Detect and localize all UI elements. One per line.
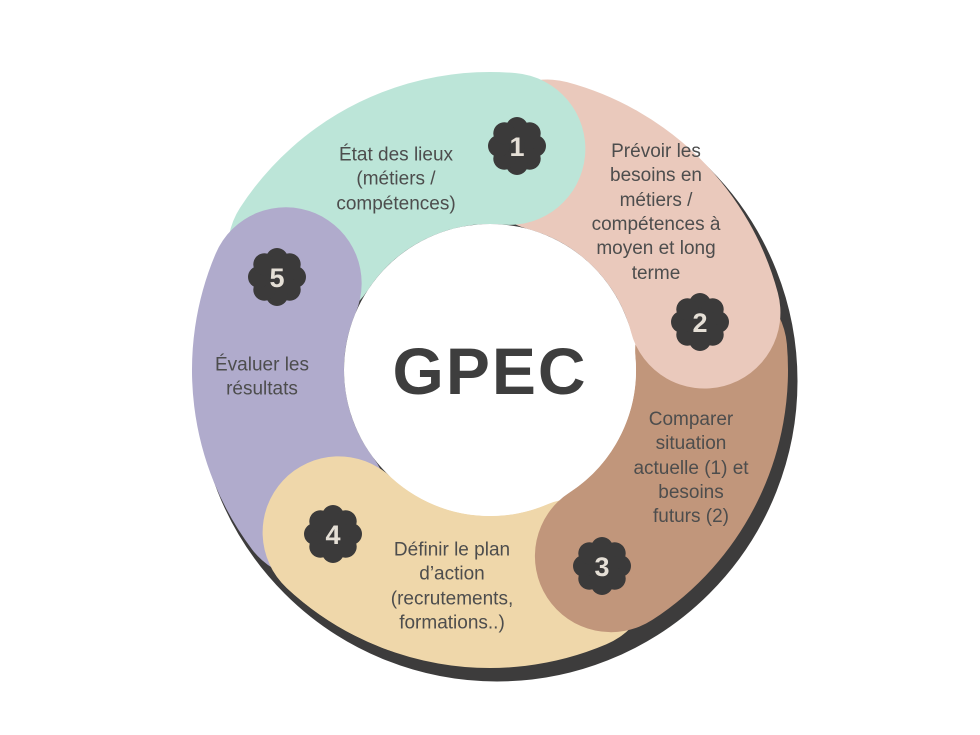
seal-icon	[248, 248, 306, 306]
step-number: 4	[325, 520, 340, 550]
seal-icon	[573, 537, 631, 595]
step-label-4: Définir le plan d’action (recrutements, …	[390, 539, 514, 634]
step-label-2: Prévoir les besoins en métiers / compéte…	[591, 141, 721, 284]
step-badge-1: 1	[487, 116, 547, 176]
step-label-5: Évaluer les résultats	[215, 354, 309, 400]
step-label-3: Comparer situation actuelle (1) et besoi…	[633, 409, 749, 528]
step-number: 5	[269, 263, 284, 293]
step-label-1: État des lieux (métiers / compétences)	[336, 144, 456, 215]
step-badge-5: 5	[247, 247, 307, 307]
center-title: GPEC	[392, 334, 588, 408]
center-circle	[344, 224, 636, 516]
seal-icon	[488, 117, 546, 175]
step-badge-2: 2	[670, 292, 730, 352]
seal-icon	[304, 505, 362, 563]
step-badge-3: 3	[572, 536, 632, 596]
step-number: 2	[692, 308, 707, 338]
step-badge-4: 4	[303, 504, 363, 564]
seal-icon	[671, 293, 729, 351]
step-number: 1	[509, 132, 524, 162]
step-number: 3	[594, 552, 609, 582]
